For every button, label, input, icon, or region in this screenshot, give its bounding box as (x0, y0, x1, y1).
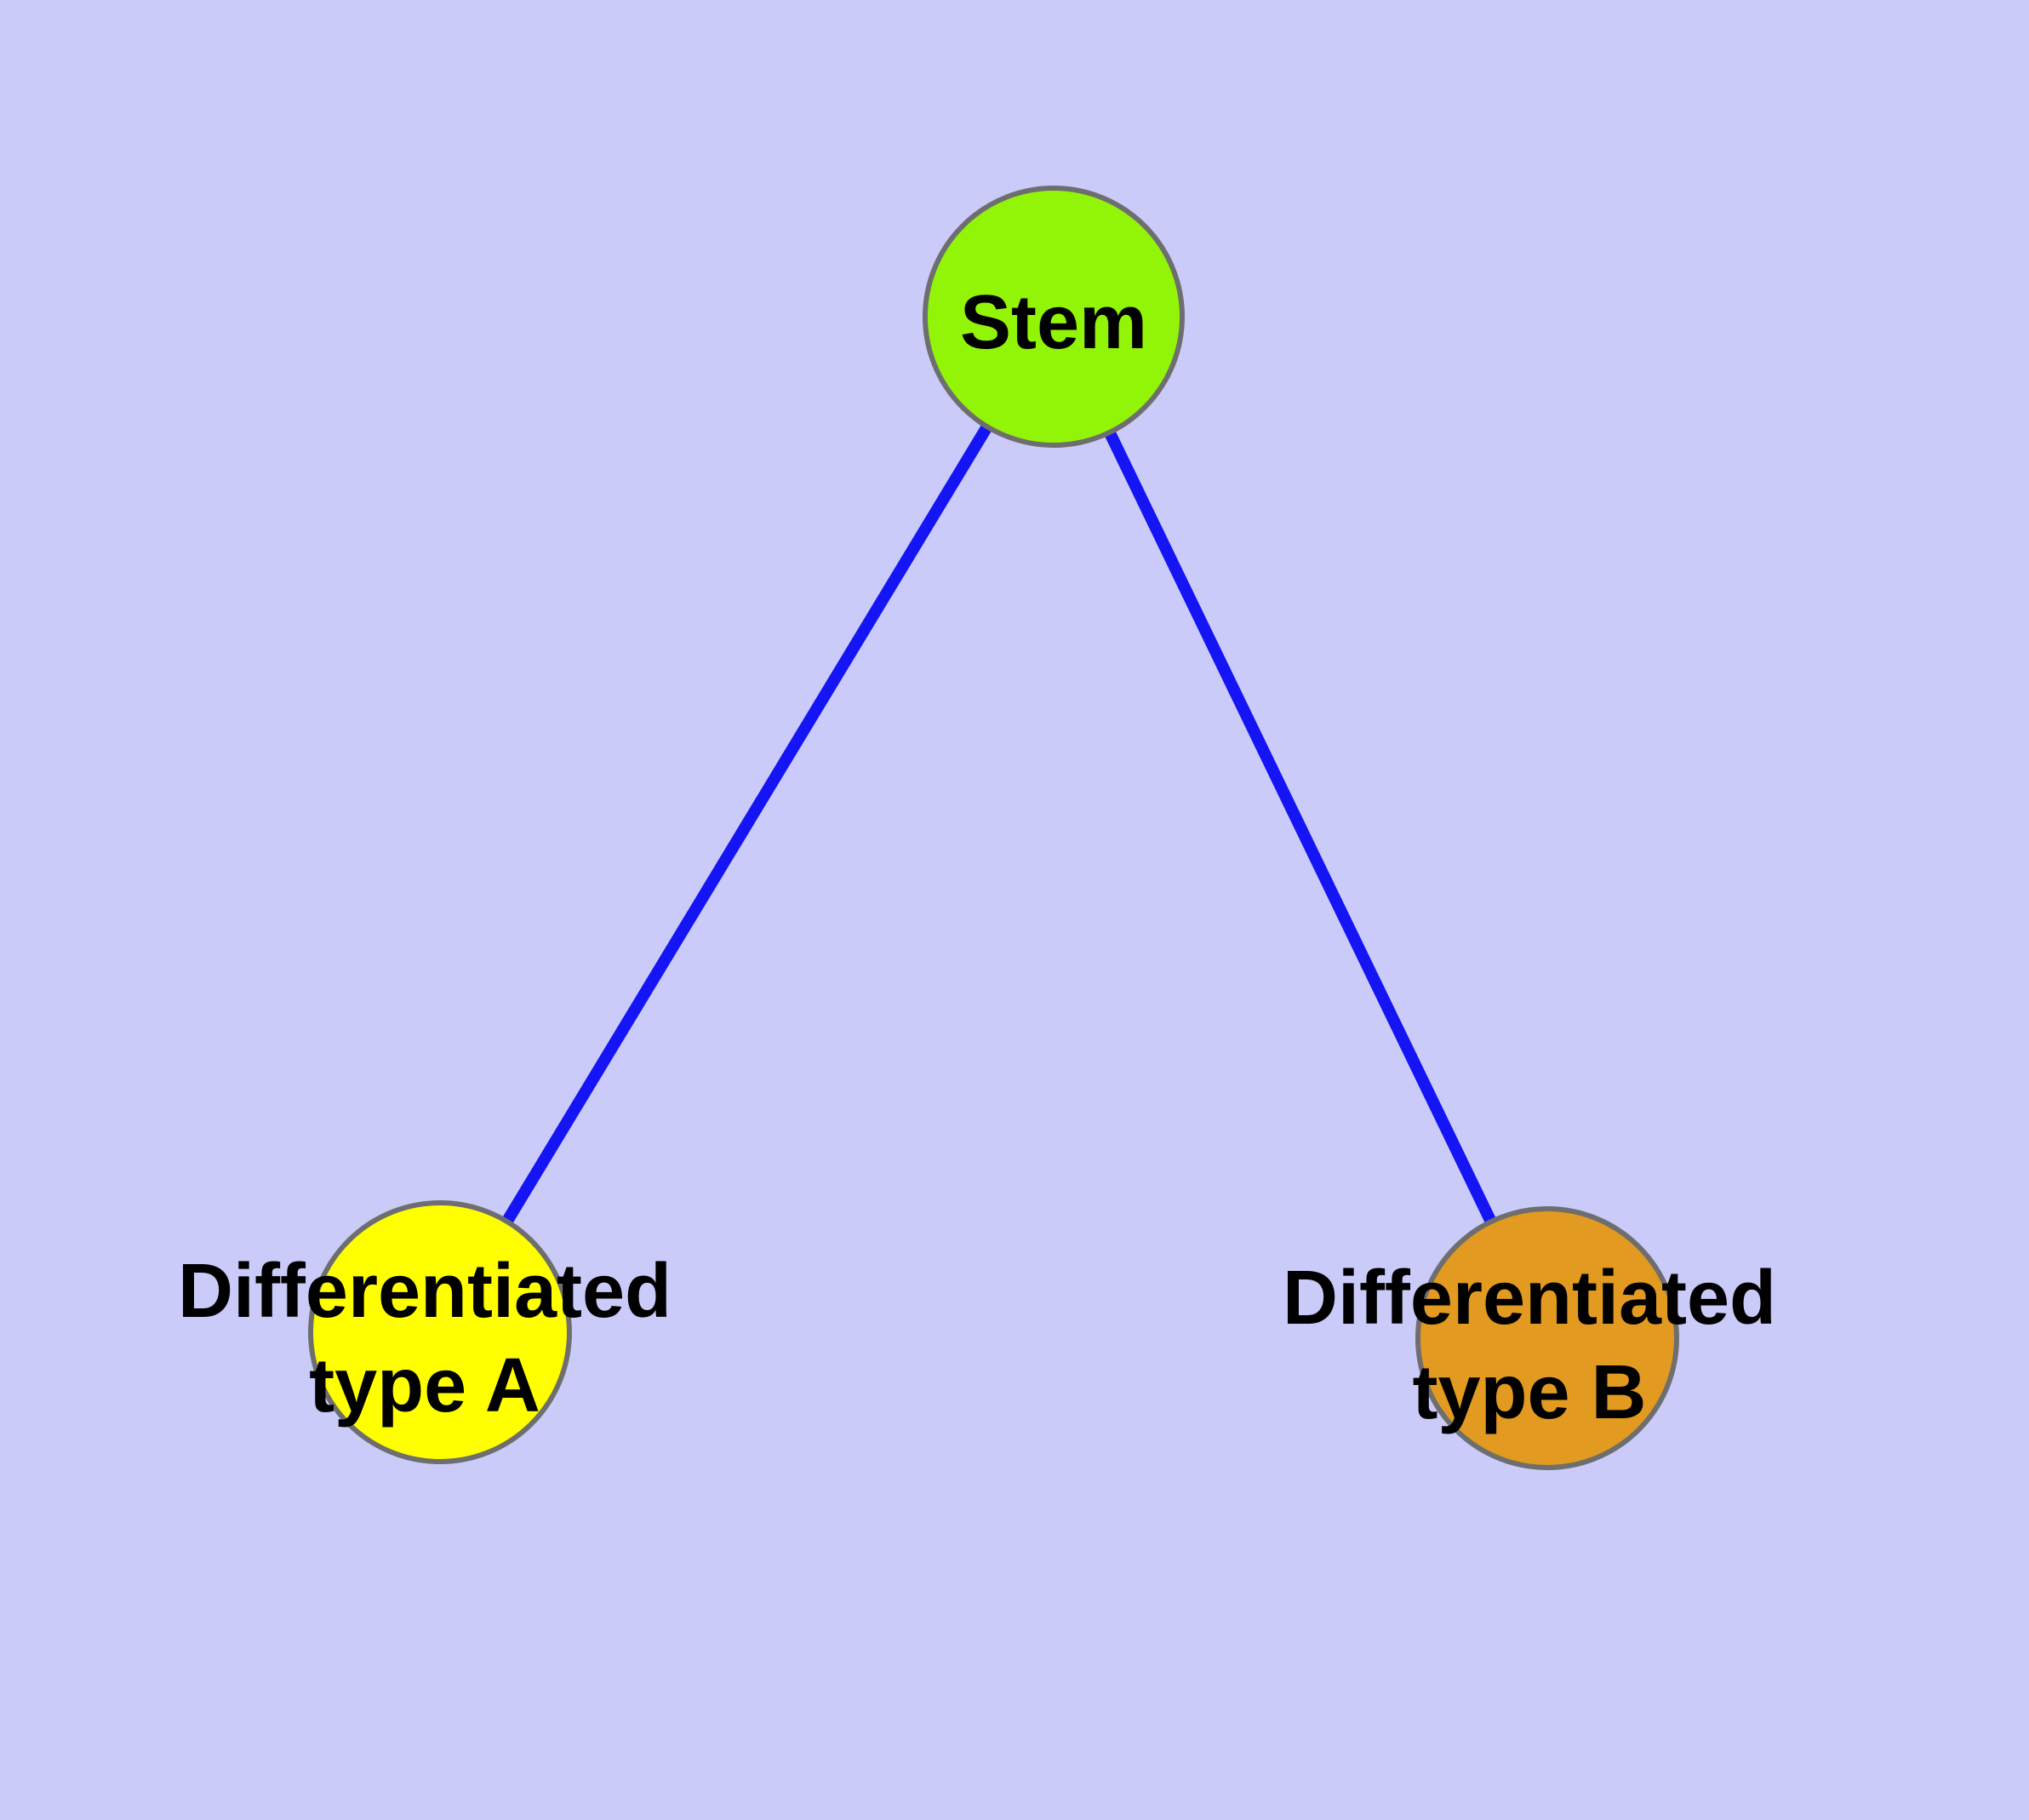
edge-stem-to-type-a (435, 313, 1059, 1336)
node-differentiated-type-b: Differentiated type B (1283, 1206, 1776, 1470)
node-differentiated-type-a: Differentiated type A (178, 1200, 672, 1464)
type-a-node-label-line1: Differentiated (178, 1249, 672, 1334)
stem-node-circle (923, 186, 1185, 448)
type-b-node-label-line1: Differentiated (1283, 1256, 1776, 1341)
type-a-node-circle (308, 1200, 572, 1464)
edge-stem-to-type-b (1048, 313, 1553, 1342)
node-stem: Stem (923, 186, 1185, 448)
stem-node-label: Stem (960, 280, 1147, 365)
type-b-node-label-line2: type B (1412, 1350, 1646, 1435)
type-b-node-circle (1415, 1206, 1679, 1470)
type-a-node-label-line2: type A (309, 1343, 540, 1428)
edge-group (435, 313, 1553, 1342)
